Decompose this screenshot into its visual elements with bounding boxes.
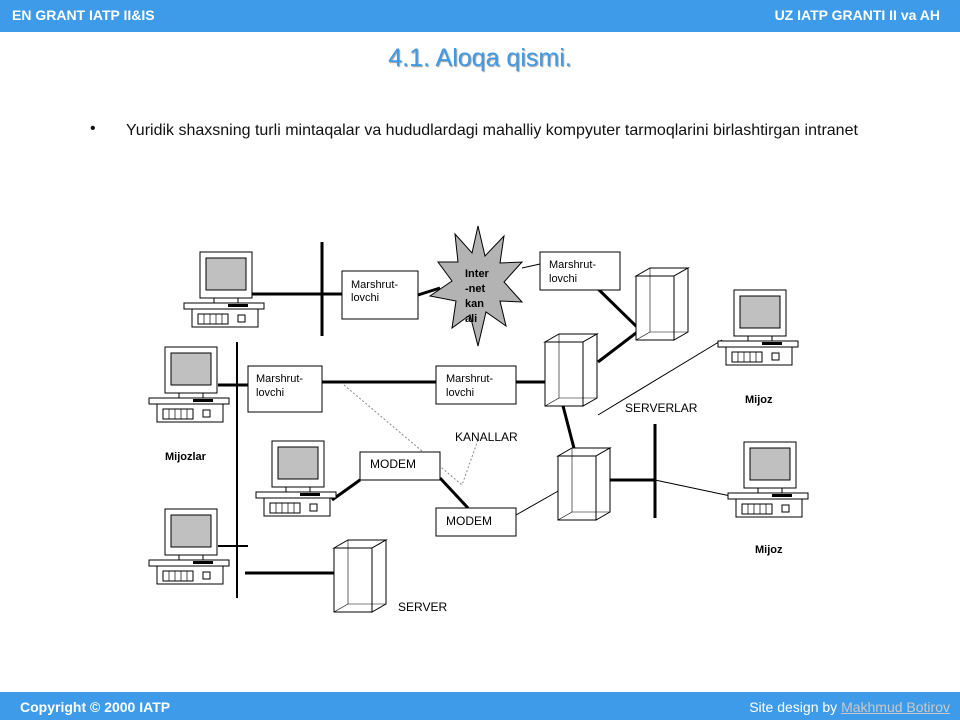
computer-icon [717,289,799,366]
clients-label: Mijozlar [165,451,207,463]
slide-title: 4.1. Aloqa qismi. [388,44,572,72]
internet-label-3: kan [465,298,484,310]
router-label: lovchi [351,292,379,304]
footer-bar: Copyright © 2000 IATP Site design by Mak… [0,692,960,720]
router-label: Marshrut- [351,279,398,291]
channels-label: KANALLAR [455,430,518,444]
server-icon [635,267,689,341]
server-label: SERVER [398,600,447,614]
modem-box [435,507,517,537]
computer-icon [727,441,809,518]
router-label: lovchi [446,387,474,399]
modem-label: MODEM [370,457,416,471]
header-left-text: EN GRANT IATP II&IS [12,7,155,23]
server-icon [333,539,387,613]
internet-label-4: ali [465,313,477,325]
router-label: Marshrut- [549,259,596,271]
computer-icon [148,346,230,423]
copyright-text: Copyright © 2000 IATP [20,699,171,715]
header-bar: EN GRANT IATP II&IS UZ IATP GRANTI II va… [0,0,960,32]
router-box [247,365,323,413]
designer-link[interactable]: Makhmud Botirov [841,699,950,715]
router-box [341,270,419,320]
router-label: Marshrut- [446,373,493,385]
router-box [435,365,517,405]
computer-icon [148,508,230,585]
computer-icon [183,251,265,328]
router-label: lovchi [549,273,577,285]
modem-label: MODEM [446,514,492,528]
server-icon [557,447,611,521]
internet-label-2: -net [465,283,486,295]
bullet-text: Yuridik shaxsning turli mintaqalar va hu… [126,122,858,139]
site-design-prefix: Site design by [749,699,842,715]
router-box [539,251,621,291]
site-design-text: Site design by Makhmud Botirov [749,699,950,715]
servers-label: SERVERLAR [625,401,698,415]
computer-icon [255,440,337,517]
internet-cloud-icon [428,225,524,347]
bullet-icon: • [90,120,96,137]
client-label: Mijoz [755,544,783,556]
server-icon [544,333,598,407]
client-label: Mijoz [745,394,773,406]
internet-label-1: Inter [465,268,490,280]
router-label: lovchi [256,387,284,399]
header-right-text: UZ IATP GRANTI II va AH [774,7,940,23]
router-label: Marshrut- [256,373,303,385]
modem-box [359,451,441,481]
